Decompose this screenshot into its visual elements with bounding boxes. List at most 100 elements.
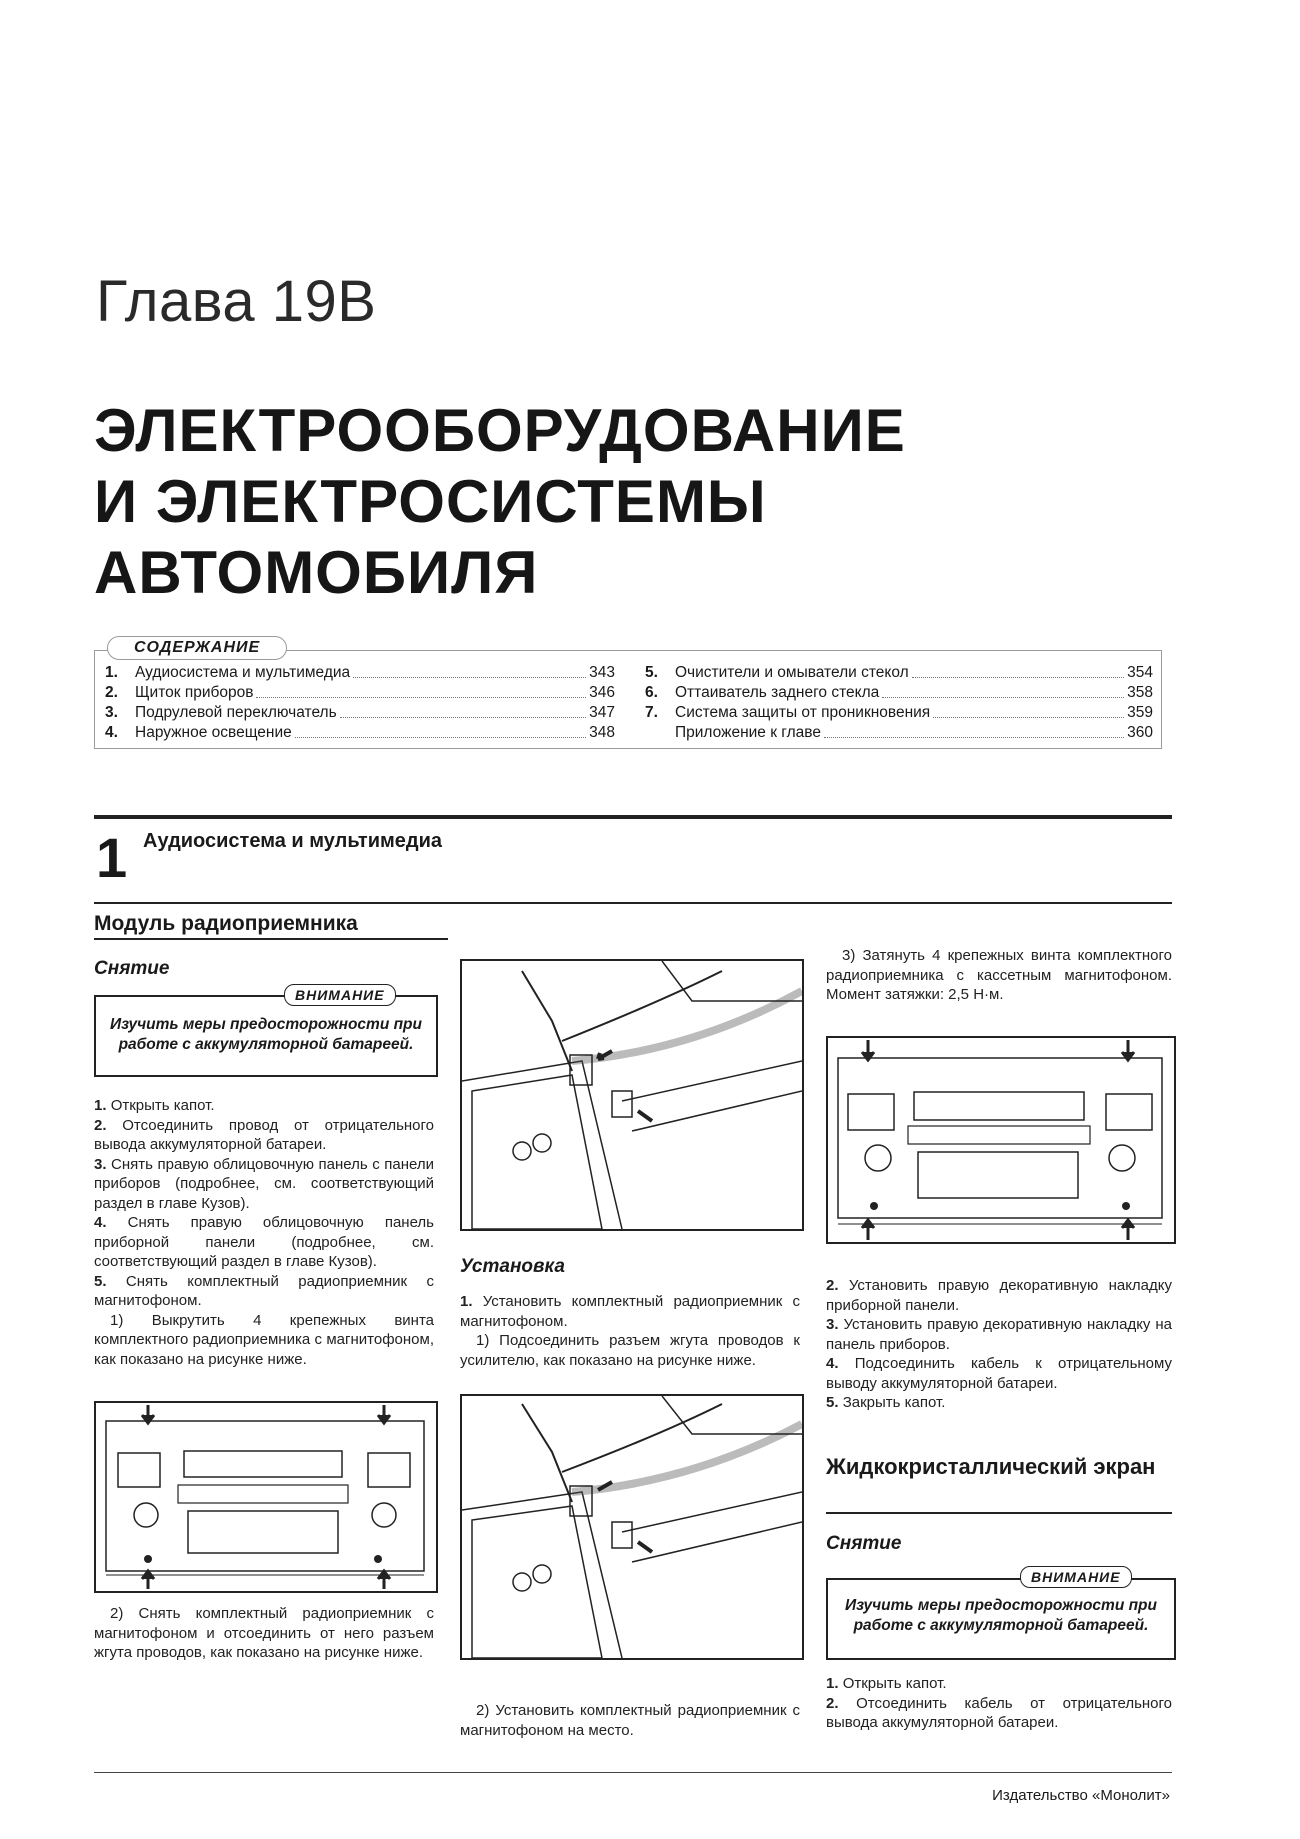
step-text: 1) Выкрутить 4 крепежных винта комплектн…	[94, 1311, 434, 1368]
install-heading: Установка	[460, 1256, 565, 1277]
step-number: 4.	[94, 1214, 107, 1231]
lcd-section-rule	[826, 1512, 1172, 1514]
step-text: Установить правую декоративную накладку …	[826, 1316, 1172, 1353]
table-of-contents: 1. Аудиосистема и мультимедиа 343 2.Щиток …	[94, 650, 1162, 749]
step-number: 3.	[826, 1316, 839, 1333]
install-torque-step: 3) Затянуть 4 крепежных винта комплектно…	[826, 946, 1172, 1005]
step: 2. Отсоединить провод от отрицательного …	[94, 1116, 434, 1155]
wiring-connector-drawing	[462, 961, 802, 1229]
toc-entry-num: 2.	[105, 684, 118, 701]
footer-rule	[94, 1772, 1172, 1773]
toc-entry-num: 4.	[105, 724, 118, 741]
toc-entry-page: 347	[589, 704, 615, 721]
toc-entry-num: 3.	[105, 704, 118, 721]
lcd-removal-steps: 1. Открыть капот. 2. Отсоединить кабель …	[826, 1674, 1172, 1733]
figure-radio-screws	[94, 1401, 438, 1593]
step-text: Установить комплектный радиоприемник с м…	[460, 1293, 800, 1330]
lcd-section-title: Жидкокристаллический экран	[826, 1454, 1156, 1479]
publisher: Издательство «Монолит»	[992, 1787, 1170, 1804]
warning-label: ВНИМАНИЕ	[1020, 1566, 1132, 1588]
toc-entry-page: 358	[1127, 684, 1153, 701]
step-number: 3.	[94, 1155, 107, 1173]
step-number: 1.	[460, 1293, 473, 1310]
toc-entry-page: 348	[589, 724, 615, 741]
toc-entry-text: Наружное освещение	[135, 724, 292, 741]
toc-entry[interactable]: 3. Подрулевой переключатель 347	[105, 703, 615, 723]
step-text: Снять комплектный радиоприемник с магнит…	[94, 1272, 434, 1310]
step-text: Отсоединить кабель от отрицательного выв…	[826, 1694, 1172, 1732]
toc-entry-num: 1.	[105, 664, 118, 681]
step-number: 5.	[826, 1394, 839, 1411]
toc-entry-page: 360	[1127, 724, 1153, 741]
substep: 2) Снять комплектный радиоприемник с маг…	[94, 1604, 434, 1663]
wiring-connector-drawing	[462, 1396, 802, 1658]
toc-entry-text: Очистители и омыватели стекол	[675, 664, 909, 681]
section-number: 1	[96, 826, 128, 889]
step-number: 5.	[94, 1272, 107, 1290]
step-text: Снять правую облицовочную панель приборн…	[94, 1214, 434, 1270]
step-text: Закрыть капот.	[842, 1394, 946, 1411]
step-text: 2) Снять комплектный радиоприемник с маг…	[94, 1605, 434, 1661]
toc-entry-text: Аудиосистема и мультимедиа	[135, 664, 351, 681]
step-text: Отсоединить провод от отрицательного выв…	[94, 1116, 434, 1154]
chapter-label: Глава 19B	[96, 269, 377, 334]
step-number: 1.	[94, 1097, 107, 1114]
step: 1. Установить комплектный радиоприемник …	[460, 1292, 800, 1331]
toc-entry-num: 6.	[645, 684, 658, 701]
toc-entry-num: 5.	[645, 664, 658, 681]
toc-entry-page: 354	[1127, 664, 1153, 681]
toc-leader	[823, 723, 1125, 738]
warning-box: Изучить меры предосторожности при работе…	[94, 995, 438, 1077]
chapter-title: ЭЛЕКТРООБОРУДОВАНИЕ И ЭЛЕКТРОСИСТЕМЫ АВТ…	[94, 395, 906, 608]
install-steps-continued: 2. Установить правую декоративную наклад…	[826, 1276, 1172, 1413]
warning-box: Изучить меры предосторожности при работе…	[826, 1578, 1176, 1660]
figure-connector-removal	[460, 959, 804, 1231]
step-number: 2.	[826, 1694, 839, 1712]
toc-label: СОДЕРЖАНИЕ	[107, 636, 288, 660]
section-title: Аудиосистема и мультимедиа	[143, 830, 443, 852]
lcd-removal-heading: Снятие	[826, 1533, 902, 1554]
step-number: 4.	[826, 1355, 839, 1372]
section-rule	[94, 815, 1172, 819]
removal-followup: 2) Снять комплектный радиоприемник с маг…	[94, 1604, 434, 1663]
substep: 1) Подсоединить разъем жгута проводов к …	[460, 1331, 800, 1370]
step: 1. Открыть капот.	[94, 1096, 434, 1116]
step-number: 2.	[94, 1116, 107, 1134]
toc-entry[interactable]: 1. Аудиосистема и мультимедиа 343	[105, 663, 615, 683]
step: 2. Отсоединить кабель от отрицательного …	[826, 1694, 1172, 1733]
radio-faceplate-drawing	[105, 1405, 425, 1589]
step-text: 2) Установить комплектный радиоприемник …	[460, 1702, 800, 1739]
toc-entry[interactable]: Приложение к главе 360	[645, 723, 1153, 743]
toc-entry-text: Приложение к главе	[675, 724, 821, 741]
step-text: 3) Затянуть 4 крепежных винта комплектно…	[826, 947, 1172, 1003]
substep: 1) Выкрутить 4 крепежных винта комплектн…	[94, 1311, 434, 1370]
subsection-title: Модуль радиоприемника	[94, 912, 358, 935]
step: 1. Открыть капот.	[826, 1674, 1172, 1694]
step-number: 2.	[826, 1277, 839, 1294]
toc-entry[interactable]: 5. Очистители и омыватели стекол 354	[645, 663, 1153, 683]
figure-connector-install	[460, 1394, 804, 1660]
subsection-underline	[94, 938, 448, 940]
step-text: Открыть капот.	[110, 1097, 215, 1114]
step-text: Снять правую облицовочную панель с панел…	[94, 1155, 434, 1212]
toc-leader	[294, 723, 587, 738]
toc-entry-page: 359	[1127, 704, 1153, 721]
step: 5. Закрыть капот.	[826, 1393, 1172, 1413]
radio-faceplate-drawing	[837, 1040, 1163, 1240]
title-line: АВТОМОБИЛЯ	[94, 539, 539, 606]
toc-entry[interactable]: 4. Наружное освещение 348	[105, 723, 615, 743]
substep: 3) Затянуть 4 крепежных винта комплектно…	[826, 946, 1172, 1005]
toc-entry-page: 346	[589, 684, 615, 701]
toc-entry-text: Подрулевой переключатель	[135, 704, 337, 721]
substep: 2) Установить комплектный радиоприемник …	[460, 1701, 800, 1740]
toc-entry-page: 343	[589, 664, 615, 681]
title-line: ЭЛЕКТРООБОРУДОВАНИЕ	[94, 397, 906, 464]
step: 3. Снять правую облицовочную панель с па…	[94, 1155, 434, 1214]
toc-leader	[339, 703, 587, 718]
step: 4. Снять правую облицовочную панель приб…	[94, 1213, 434, 1272]
toc-column-left: 1. Аудиосистема и мультимедиа 343 2.Щиток …	[105, 663, 615, 743]
warning-text: Изучить меры предосторожности при работе…	[110, 1016, 422, 1053]
